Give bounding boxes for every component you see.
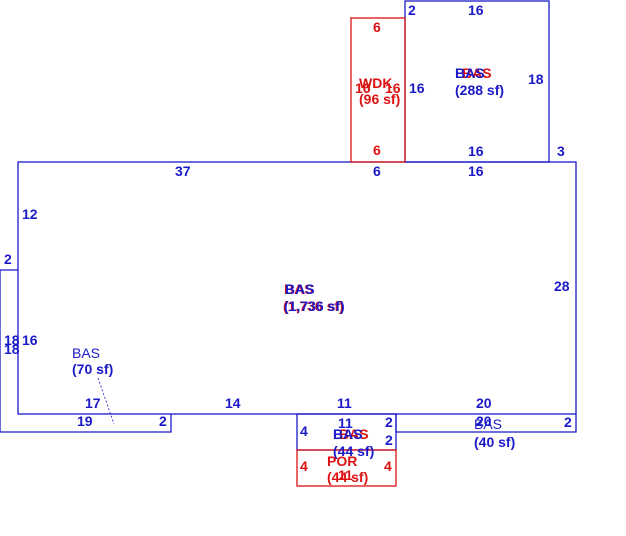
dim-main-right: 28: [554, 278, 570, 294]
upper-right-bas-code: BAS: [455, 65, 485, 81]
dim-wdk-top: 6: [373, 19, 381, 35]
outline-porch: [296, 449, 397, 487]
dim-left-inner: 16: [22, 332, 38, 348]
porch-code: POR: [327, 453, 357, 469]
dim-ur-corner-br: 3: [557, 143, 565, 159]
dim-small-right-b: 2: [385, 432, 393, 448]
dim-wdk-left: 16: [355, 80, 371, 96]
dim-main-top-left: 37: [175, 163, 191, 179]
outline-wdk: [350, 17, 406, 163]
dim-porch-bottom: 11: [338, 467, 353, 483]
small-bas-area: (44 sf): [333, 443, 374, 459]
small-bas-code-overlay: BAS: [339, 426, 369, 442]
dim-main-top-right: 16: [468, 163, 484, 179]
dim-wdk-bottom: 6: [373, 142, 381, 158]
main-bas-area-overlay: (1,736 sf): [283, 298, 344, 314]
dim-small-top: 11: [338, 415, 353, 431]
dim-main-top-mid: 6: [373, 163, 381, 179]
dim-left-bottom-right: 2: [159, 413, 167, 429]
dim-main-bottom-right: 20: [476, 395, 492, 411]
dim-ur-right: 18: [528, 71, 544, 87]
dim-left-outer: 18: [4, 341, 20, 357]
right-strip-bas-code: BAS: [474, 416, 502, 432]
dim-left-bottom: 19: [77, 413, 93, 429]
dim-ur-corner-tl: 2: [408, 2, 416, 18]
dim-left-outer-2: 18: [4, 332, 20, 348]
dim-strip-top: 20: [476, 413, 492, 429]
wdk-area: (96 sf): [359, 91, 400, 107]
dim-porch-right: 4: [384, 458, 392, 474]
left-wing-bas-area: (70 sf): [72, 361, 113, 377]
dim-main-bottom-mid: 11: [337, 395, 352, 411]
wdk-code: WDK: [359, 75, 392, 91]
upper-right-bas-area: (288 sf): [455, 82, 504, 98]
dim-ur-top: 16: [468, 2, 484, 18]
dim-strip-right: 2: [564, 414, 572, 430]
dim-ur-left: 16: [409, 80, 425, 96]
porch-area: (44 sf): [327, 469, 368, 485]
right-strip-bas-area: (40 sf): [474, 434, 515, 450]
dim-main-bottom-left: 14: [225, 395, 241, 411]
dim-left-top: 17: [85, 395, 101, 411]
main-bas-code: BAS: [285, 281, 315, 297]
small-bas-code: BAS: [333, 426, 363, 442]
dim-small-right-a: 2: [385, 414, 393, 430]
dim-main-left: 12: [22, 206, 38, 222]
upper-right-bas-code-overlay: BAS: [462, 65, 492, 81]
dim-ur-bottom: 16: [468, 143, 484, 159]
left-wing-bas-code: BAS: [72, 345, 100, 361]
main-bas-area: (1,736 sf): [284, 298, 345, 314]
leader-line: [97, 377, 115, 425]
dim-wdk-right: 16: [385, 80, 401, 96]
dim-small-left: 4: [300, 423, 308, 439]
main-bas-code-overlay: BAS: [284, 281, 314, 297]
dim-left-corner-top: 2: [4, 251, 12, 267]
outline-left-wing: [0, 269, 172, 433]
dim-porch-left: 4: [300, 458, 308, 474]
